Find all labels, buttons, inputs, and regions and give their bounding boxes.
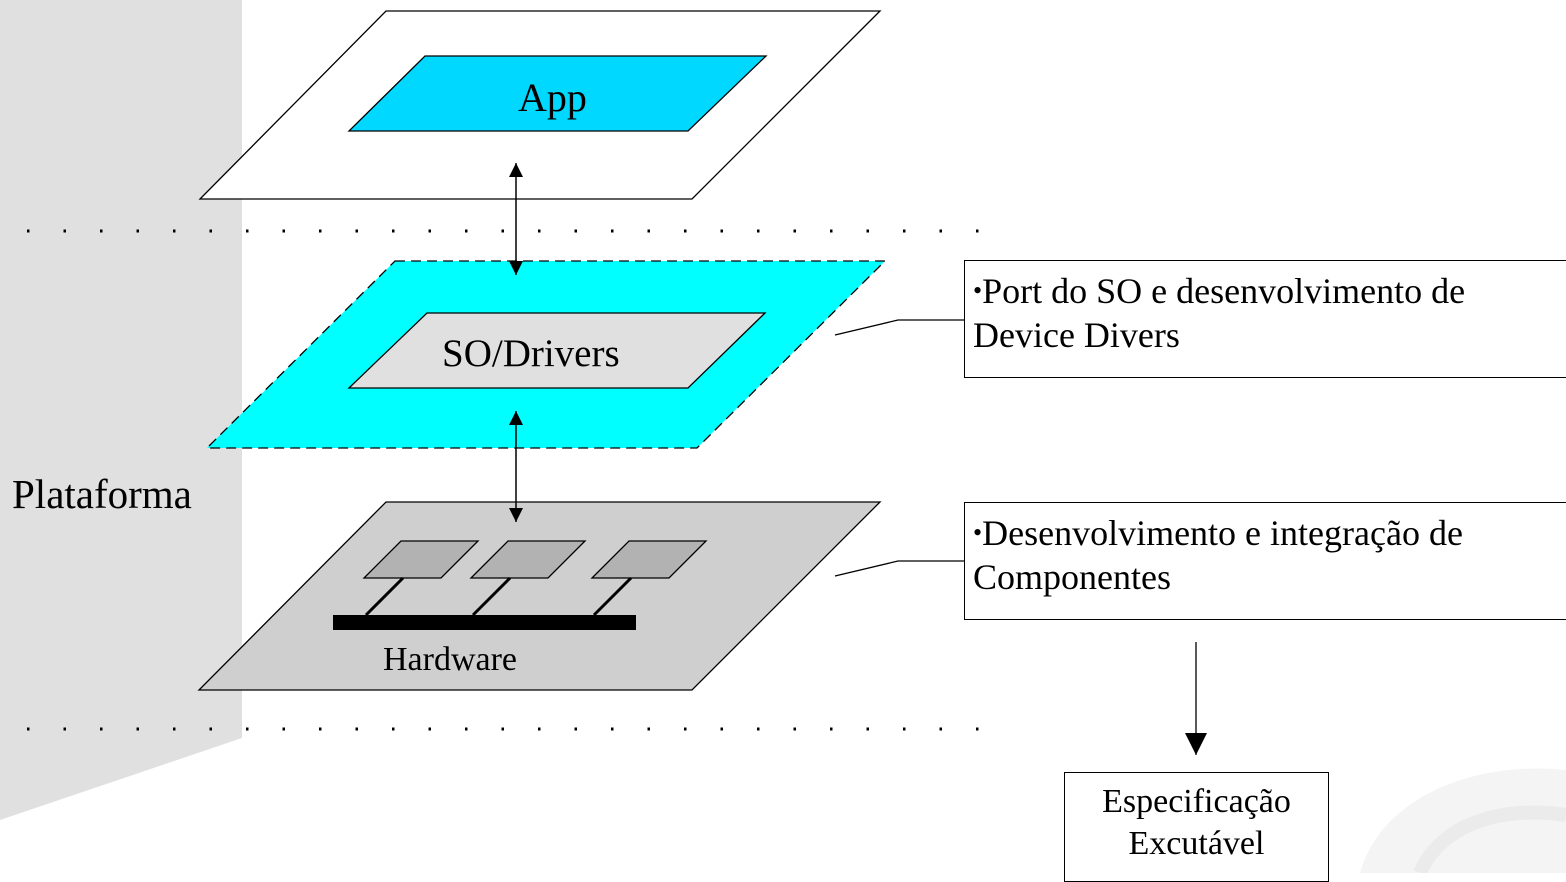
side-panel [0,0,242,820]
drivers-label: SO/Drivers [442,332,620,375]
hardware-label: Hardware [383,641,518,678]
app-label: App [518,75,587,120]
hardware-note-line2: Componentes [973,557,1171,597]
drivers-note-bullet: • [973,276,983,305]
hardware-component-2 [469,540,587,579]
hardware-note: •Desenvolvimento e integração de Compone… [964,502,1566,620]
component-link-2 [471,576,512,617]
hardware-note-leader [834,560,964,577]
component-link-1 [364,576,405,617]
output-box: Especificação Excutável [1064,772,1329,882]
drivers-note-line1: Port do SO e desenvolvimento de [982,271,1466,311]
app-block [347,55,768,132]
component-link-3 [592,576,633,617]
output-line2: Excutável [1128,825,1265,862]
hardware-bus [333,615,636,630]
drivers-note-line2: Device Divers [973,315,1180,355]
drivers-note: •Port do SO e desenvolvimento de Device … [964,260,1566,378]
hardware-note-line1: Desenvolvimento e integração de [982,513,1463,553]
drivers-block [347,312,767,389]
drivers-note-leader [834,319,964,336]
hardware-component-1 [362,540,480,579]
hardware-component-3 [590,540,708,579]
platform-label: Plataforma [12,471,192,517]
hardware-plane [197,501,882,691]
hardware-note-bullet: • [973,518,983,547]
watermark-swirl-arc [1413,805,1566,873]
output-line1: Especificação [1102,783,1291,820]
